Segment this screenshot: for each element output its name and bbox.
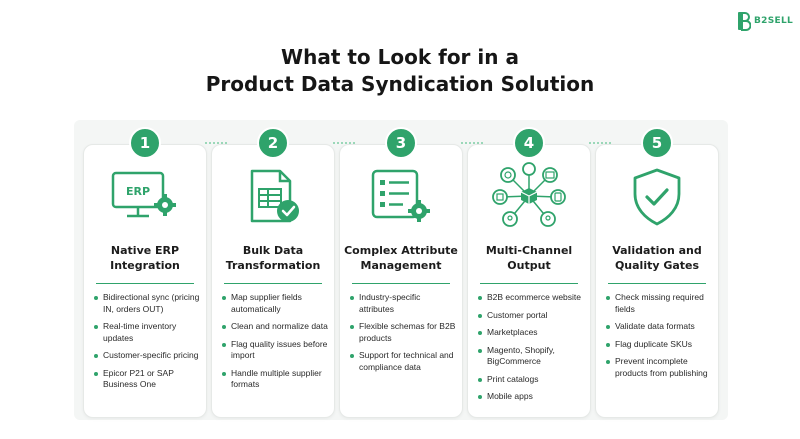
feature-card-bulk-data: 2 Bulk Data Transformation Map supplier … [211, 127, 335, 418]
connector-3-4 [461, 142, 483, 144]
step-badge: 2 [257, 127, 289, 159]
card-title: Validation and Quality Gates [612, 244, 702, 272]
card-bullets: B2B ecommerce website Customer portal Ma… [478, 292, 584, 409]
card-title: Native ERP Integration [110, 244, 180, 272]
bullet-item: Handle multiple supplier formats [222, 368, 328, 391]
step-badge: 4 [513, 127, 545, 159]
card-title: Multi-Channel Output [485, 244, 573, 272]
bullet-item: Flag quality issues before import [222, 339, 328, 362]
brand-logo: B2SELL [737, 10, 793, 32]
bullet-item: Map supplier fields automatically [222, 292, 328, 315]
logo-mark-icon [738, 12, 751, 31]
bullet-item: Flag duplicate SKUs [606, 339, 712, 351]
bullet-item: Bidirectional sync (pricing IN, orders O… [94, 292, 200, 315]
multichannel-network-icon [492, 162, 566, 227]
card-bullets: Check missing required fields Validate d… [606, 292, 712, 385]
erp-monitor-gear-icon: ERP [111, 171, 176, 218]
card-bullets: Industry-specific attributes Flexible sc… [350, 292, 456, 379]
bullet-item: Validate data formats [606, 321, 712, 333]
step-badge: 1 [129, 127, 161, 159]
bullet-item: Print catalogs [478, 374, 584, 386]
bullet-item: Customer-specific pricing [94, 350, 200, 362]
card-divider [352, 283, 450, 284]
feature-card-erp: 1 ERP Native ERP Integration Bidirection… [83, 127, 207, 418]
bullet-item: Prevent incomplete products from publish… [606, 356, 712, 379]
feature-card-attributes: 3 Complex Attribute Management Industry-… [339, 127, 463, 418]
card-bullets: Map supplier fields automatically Clean … [222, 292, 328, 397]
bullet-item: Support for technical and compliance dat… [350, 350, 456, 373]
spreadsheet-check-icon [250, 169, 299, 223]
card-divider [224, 283, 322, 284]
connector-4-5 [589, 142, 611, 144]
shield-check-icon [633, 168, 681, 226]
bullet-item: Magento, Shopify, BigCommerce [478, 345, 584, 368]
bullet-item: Epicor P21 or SAP Business One [94, 368, 200, 391]
bullet-item: B2B ecommerce website [478, 292, 584, 304]
connector-1-2 [205, 142, 227, 144]
feature-card-multichannel: 4 [467, 127, 591, 418]
card-bullets: Bidirectional sync (pricing IN, orders O… [94, 292, 200, 397]
connector-2-3 [333, 142, 355, 144]
card-divider [96, 283, 194, 284]
erp-icon-text: ERP [126, 185, 150, 198]
card-title: Complex Attribute Management [344, 244, 458, 272]
page-title-line-2: Product Data Syndication Solution [205, 72, 595, 96]
bullet-item: Check missing required fields [606, 292, 712, 315]
bullet-item: Flexible schemas for B2B products [350, 321, 456, 344]
card-divider [480, 283, 578, 284]
logo-text: B2SELL [754, 16, 794, 26]
bullet-item: Marketplaces [478, 327, 584, 339]
bullet-item: Real-time inventory updates [94, 321, 200, 344]
bullet-item: Mobile apps [478, 391, 584, 403]
bullet-item: Clean and normalize data [222, 321, 328, 333]
bullet-item: Industry-specific attributes [350, 292, 456, 315]
step-badge: 5 [641, 127, 673, 159]
page-title-line-1: What to Look for in a [281, 45, 519, 69]
bullet-item: Customer portal [478, 310, 584, 322]
step-badge: 3 [385, 127, 417, 159]
card-title: Bulk Data Transformation [225, 244, 321, 272]
checklist-gear-icon [371, 169, 430, 222]
feature-card-validation: 5 Validation and Quality Gates Check mis… [595, 127, 719, 418]
card-divider [608, 283, 706, 284]
